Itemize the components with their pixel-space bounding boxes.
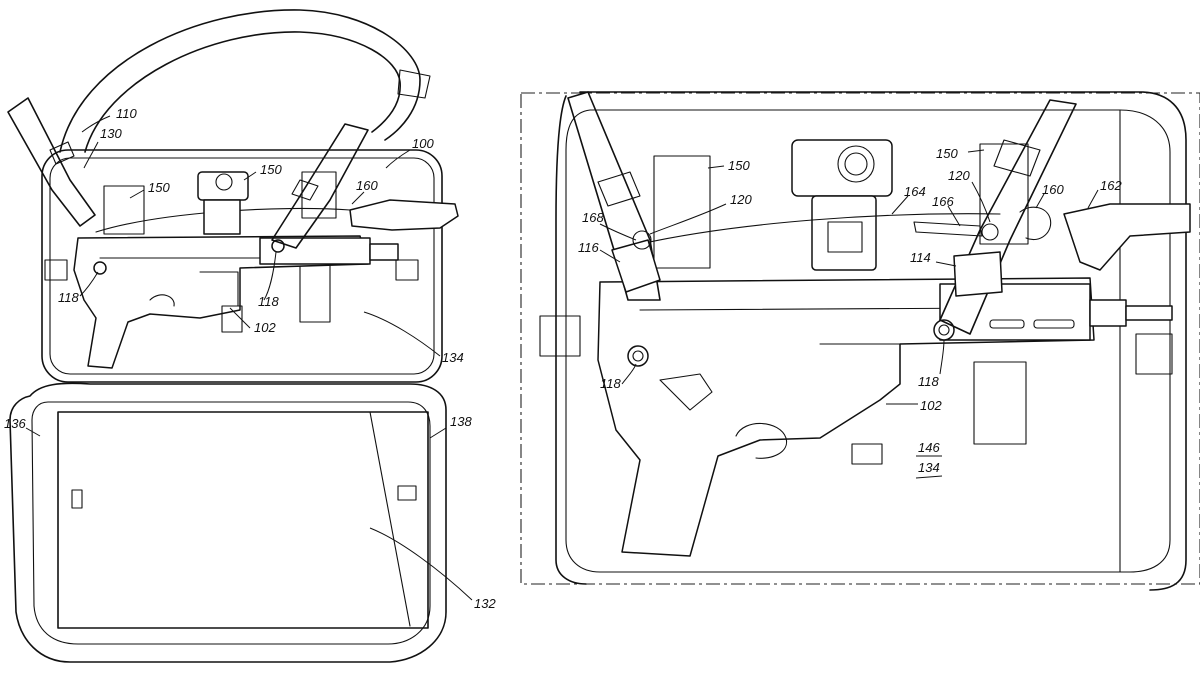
label-130: 130 xyxy=(100,126,122,141)
detail-pad-150-left xyxy=(653,155,711,269)
upper-compartment-134 xyxy=(41,149,443,383)
hook-120-left xyxy=(632,230,652,250)
left-labels: 110 130 100 150 150 160 118 118 102 134 … xyxy=(4,106,496,611)
detail-sling-mount-118-b xyxy=(933,319,955,341)
label-r-146: 146 xyxy=(918,440,940,455)
pad-150-right xyxy=(301,171,337,219)
label-150-left: 150 xyxy=(148,180,170,195)
label-r-120-right: 120 xyxy=(948,168,970,183)
right-view xyxy=(520,91,1200,591)
sling-mount-118-a xyxy=(93,261,107,275)
label-110: 110 xyxy=(116,106,137,121)
hook-120-right xyxy=(981,223,999,241)
label-r-116: 116 xyxy=(578,240,599,255)
label-136: 136 xyxy=(4,416,26,431)
label-134: 134 xyxy=(442,350,464,365)
label-r-118-left: 118 xyxy=(600,376,621,391)
pad-150-left xyxy=(103,185,145,235)
detail-optic-sight xyxy=(791,139,893,197)
label-r-118-right: 118 xyxy=(918,374,939,389)
optic-sight xyxy=(197,171,249,201)
label-r-160: 160 xyxy=(1042,182,1064,197)
sling-strap-left xyxy=(7,97,96,227)
label-132: 132 xyxy=(474,596,496,611)
right-labels: 150 150 120 120 168 164 166 160 162 116 … xyxy=(578,146,1122,479)
label-r-166: 166 xyxy=(932,194,954,209)
label-r-150-left: 150 xyxy=(728,158,750,173)
left-view xyxy=(7,9,459,663)
detail-border xyxy=(520,92,1200,585)
label-118-left: 118 xyxy=(58,290,79,305)
label-r-114: 114 xyxy=(910,250,931,265)
label-r-162: 162 xyxy=(1100,178,1122,193)
label-100: 100 xyxy=(412,136,434,151)
label-r-134: 134 xyxy=(918,460,940,475)
label-r-150-right: 150 xyxy=(936,146,958,161)
shock-cord-164 xyxy=(639,213,1001,245)
label-r-168: 168 xyxy=(582,210,604,225)
detail-sling-mount-118-a xyxy=(627,345,649,367)
buckle-114 xyxy=(953,251,1003,297)
label-150-top: 150 xyxy=(260,162,282,177)
label-138: 138 xyxy=(450,414,472,429)
strap-166 xyxy=(913,221,983,237)
label-118-center: 118 xyxy=(258,294,279,309)
detail-firearm-receiver-102 xyxy=(597,277,1095,557)
clip-160 xyxy=(1019,206,1052,240)
sling-strap-right xyxy=(271,123,369,249)
detail-sling-strap-right xyxy=(939,99,1077,335)
detail-pad-150-right xyxy=(979,143,1029,245)
lower-compartment-132 xyxy=(9,382,447,663)
label-160: 160 xyxy=(356,178,378,193)
label-r-120-left: 120 xyxy=(730,192,752,207)
label-r-164: 164 xyxy=(904,184,926,199)
strap-162 xyxy=(1063,203,1191,271)
strap-160 xyxy=(349,199,459,231)
label-r-102: 102 xyxy=(920,398,942,413)
label-102: 102 xyxy=(254,320,276,335)
detail-compartment-134 xyxy=(555,91,1187,591)
carry-strap-110 xyxy=(59,9,421,153)
buckle-116 xyxy=(611,239,661,293)
